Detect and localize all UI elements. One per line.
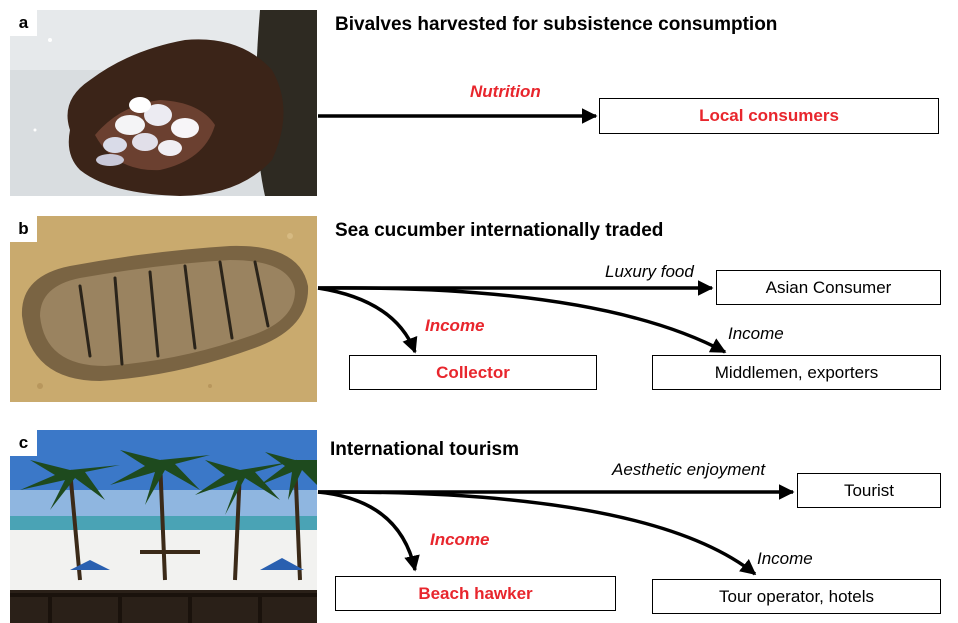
label-income-collector: Income: [425, 316, 485, 336]
arrow-income-beach-hawker: [318, 492, 415, 570]
box-beach-hawker: Beach hawker: [335, 576, 616, 611]
label-nutrition: Nutrition: [470, 82, 541, 102]
box-tourist: Tourist: [797, 473, 941, 508]
label-luxury-food: Luxury food: [605, 262, 694, 282]
label-income-beach-hawker: Income: [430, 530, 490, 550]
arrow-income-middlemen: [318, 288, 725, 352]
label-income-tour-operator: Income: [757, 549, 813, 569]
arrow-income-tour-operator: [318, 492, 755, 574]
box-asian-consumer: Asian Consumer: [716, 270, 941, 305]
box-collector: Collector: [349, 355, 597, 390]
arrow-income-collector: [318, 288, 415, 352]
panel-b-title: Sea cucumber internationally traded: [335, 220, 663, 242]
label-aesthetic-enjoyment: Aesthetic enjoyment: [612, 460, 765, 480]
box-middlemen-exporters: Middlemen, exporters: [652, 355, 941, 390]
panel-a-title: Bivalves harvested for subsistence consu…: [335, 14, 777, 36]
box-tour-operator-hotels: Tour operator, hotels: [652, 579, 941, 614]
box-local-consumers: Local consumers: [599, 98, 939, 134]
panel-c-title: International tourism: [330, 439, 519, 461]
label-income-middlemen: Income: [728, 324, 784, 344]
